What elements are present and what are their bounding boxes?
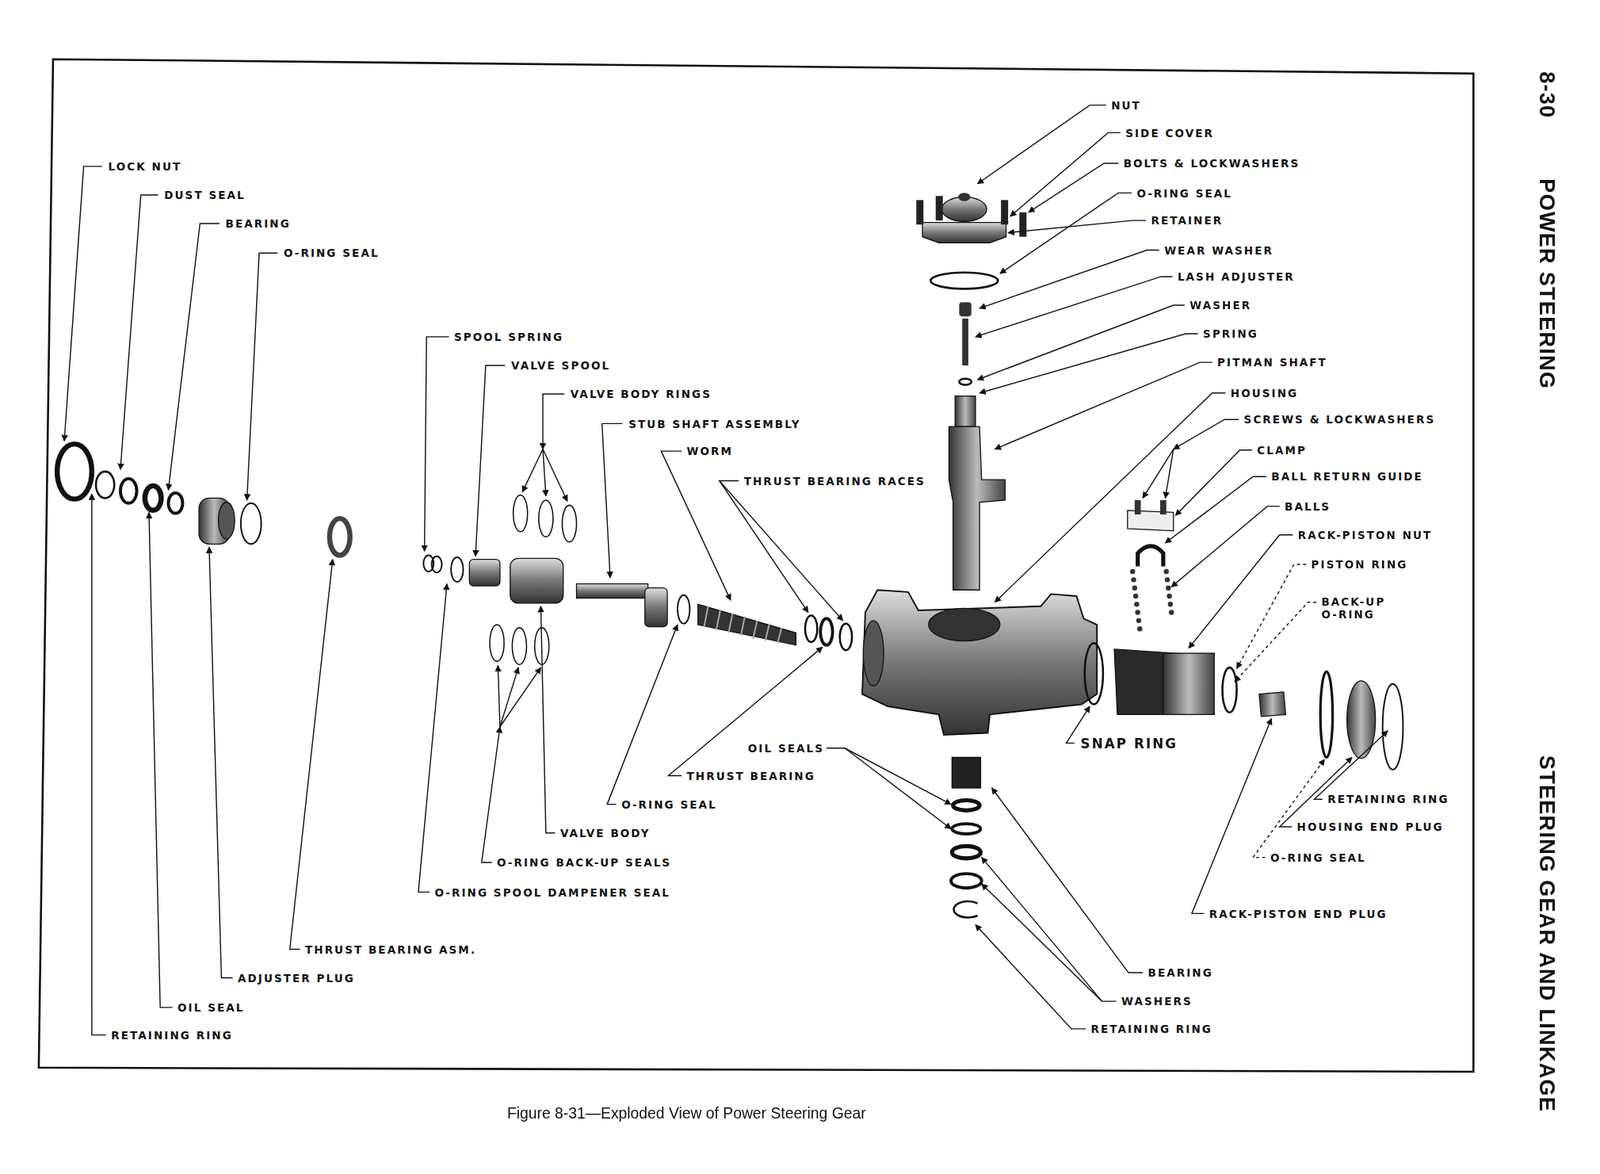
part-label: ADJUSTER PLUG bbox=[236, 970, 356, 985]
part-label: WASHER bbox=[1188, 298, 1253, 313]
part-label: BALLS bbox=[1283, 499, 1333, 513]
part-label: O-RING BACK-UP SEALS bbox=[496, 855, 673, 870]
part-label: VALVE BODY RINGS bbox=[568, 387, 713, 401]
part-label: VALVE BODY bbox=[559, 825, 652, 840]
part-label: HOUSING END PLUG bbox=[1295, 820, 1445, 834]
part-label: WASHERS bbox=[1120, 994, 1194, 1009]
part-label: OIL SEAL bbox=[176, 1000, 246, 1014]
part-label: BALL RETURN GUIDE bbox=[1270, 469, 1425, 484]
part-label: THRUST BEARING bbox=[685, 768, 817, 783]
part-label: WORM bbox=[685, 444, 734, 459]
part-label: THRUST BEARING ASM. bbox=[304, 942, 478, 956]
part-label: BOLTS & LOCKWASHERS bbox=[1122, 156, 1301, 171]
part-label: NUT bbox=[1110, 98, 1142, 112]
page-header: POWER STEERING bbox=[1535, 178, 1560, 390]
part-label: LOCK NUT bbox=[106, 160, 183, 174]
figure-caption: Figure 8-31—Exploded View of Power Steer… bbox=[507, 1103, 867, 1122]
part-label: PITMAN SHAFT bbox=[1216, 355, 1329, 370]
part-label: O-RING SPOOL DAMPENER SEAL bbox=[433, 885, 672, 899]
part-label: SPOOL SPRING bbox=[453, 330, 566, 344]
part-label: SNAP RING bbox=[1079, 736, 1179, 750]
part-label: O-RING SEAL bbox=[1135, 186, 1234, 200]
part-label: RETAINER bbox=[1149, 213, 1224, 228]
part-label: O-RING SEAL bbox=[1269, 850, 1368, 864]
part-label: HOUSING bbox=[1229, 385, 1300, 400]
part-label: SIDE COVER bbox=[1124, 126, 1215, 140]
part-label: RETAINING RING bbox=[1089, 1022, 1214, 1036]
part-label: CLAMP bbox=[1256, 442, 1308, 457]
part-label: VALVE SPOOL bbox=[510, 358, 612, 373]
page-header: STEERING GEAR AND LINKAGE bbox=[1535, 755, 1560, 1112]
part-label: RETAINING RING bbox=[110, 1027, 234, 1042]
part-label: BEARING bbox=[224, 217, 292, 231]
part-label: WEAR WASHER bbox=[1163, 243, 1275, 257]
part-label: RACK-PISTON END PLUG bbox=[1208, 906, 1390, 921]
part-label: DUST SEAL bbox=[163, 188, 247, 203]
part-label: THRUST BEARING RACES bbox=[742, 473, 927, 488]
part-label: RACK-PISTON NUT bbox=[1297, 527, 1434, 542]
part-label: RETAINING RING bbox=[1326, 792, 1451, 806]
part-label: PISTON RING bbox=[1309, 557, 1410, 572]
part-label: O-RING SEAL bbox=[282, 246, 381, 260]
part-label: STUB SHAFT ASSEMBLY bbox=[627, 416, 802, 431]
part-label: SCREWS & LOCKWASHERS bbox=[1242, 412, 1436, 427]
part-label: LASH ADJUSTER bbox=[1176, 270, 1297, 284]
page-header: 8-30 bbox=[1535, 71, 1560, 119]
part-label: BEARING bbox=[1146, 966, 1215, 980]
part-label: BACK-UP O-RING bbox=[1320, 595, 1405, 622]
part-label: OIL SEALS bbox=[747, 740, 826, 755]
part-label: SPRING bbox=[1202, 327, 1260, 341]
part-label: O-RING SEAL bbox=[620, 797, 718, 811]
